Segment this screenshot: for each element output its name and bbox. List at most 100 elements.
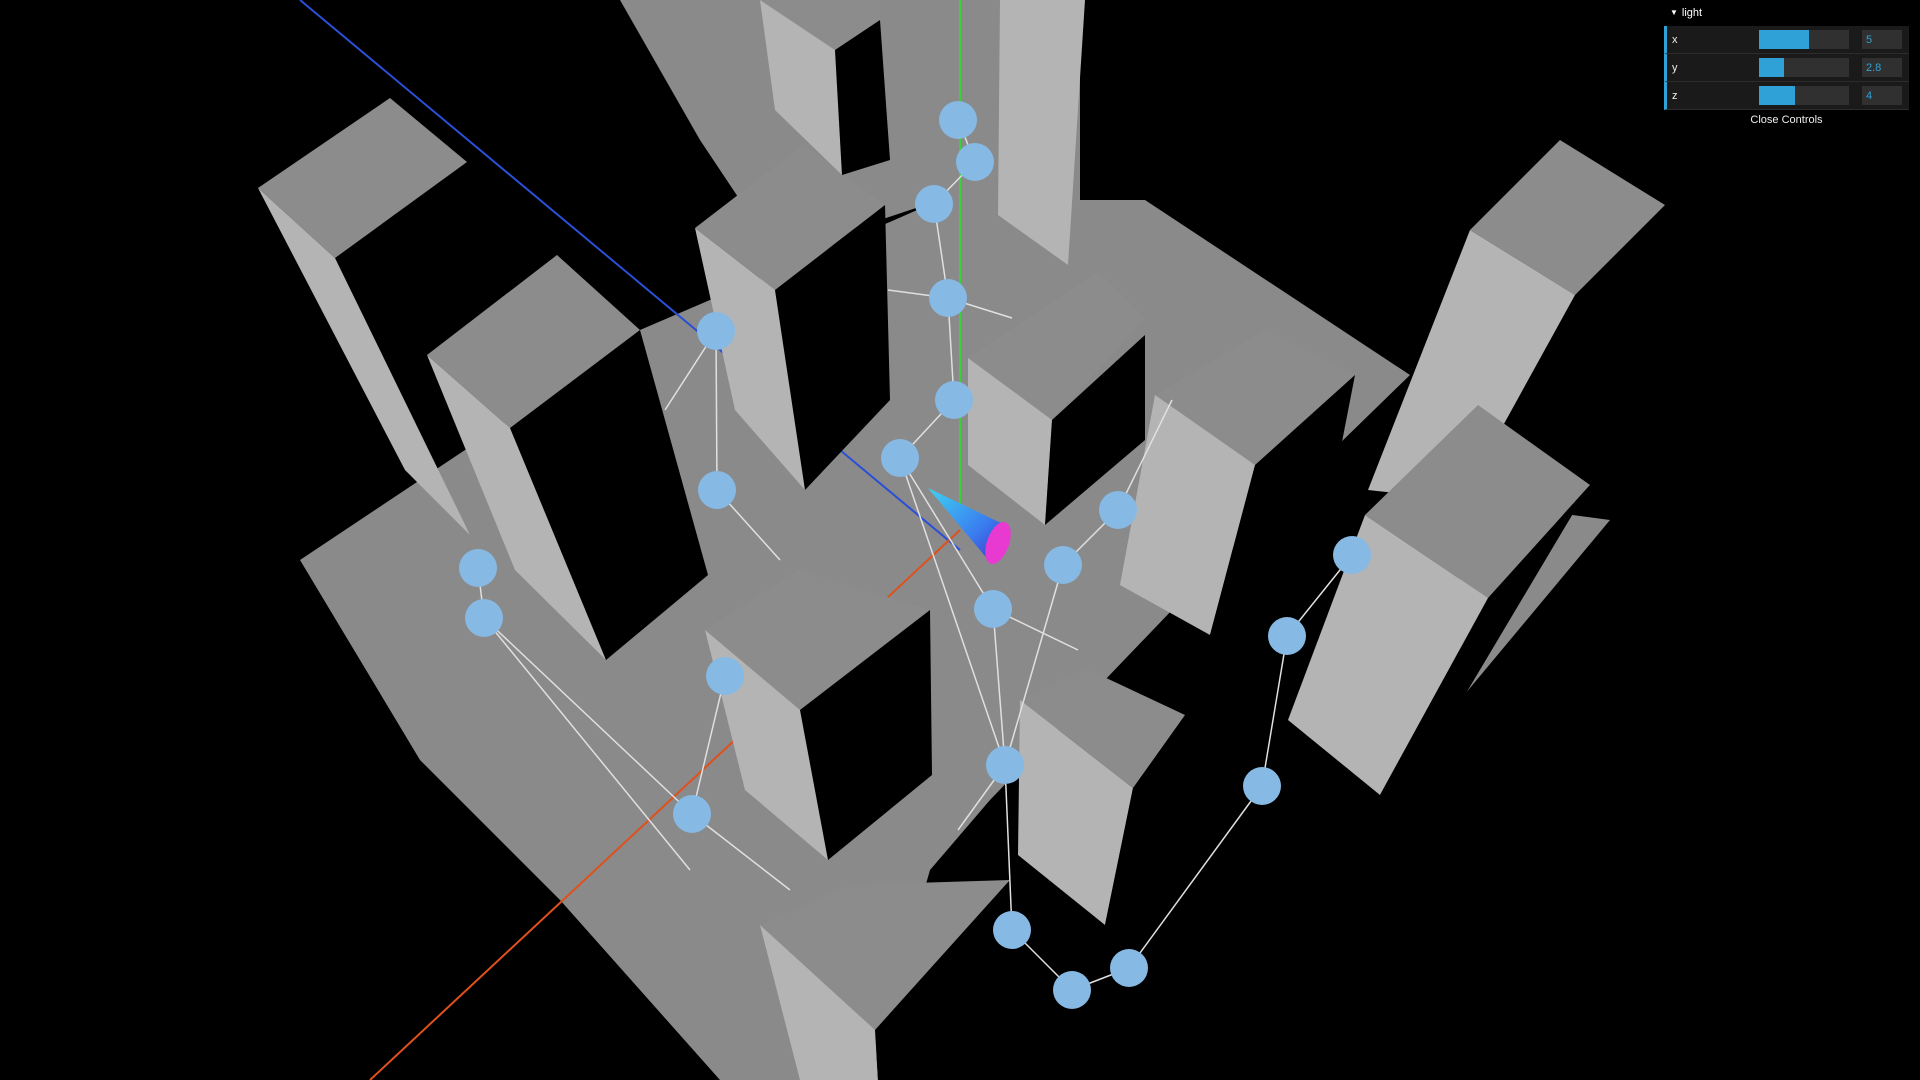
building-6 (1120, 330, 1355, 635)
graph-edge (899, 457, 1006, 766)
controller-row-z: z (1664, 82, 1909, 110)
building-1-top (258, 98, 467, 258)
building-1 (258, 98, 470, 535)
building-10-top (1020, 668, 1185, 788)
controller-y-slider[interactable] (1759, 58, 1849, 77)
building-4-right (835, 20, 890, 175)
graph-node (706, 657, 744, 695)
building-10-right (1105, 670, 1245, 925)
graph-node (881, 439, 919, 477)
graph-node (939, 101, 977, 139)
controls-panel: ▼ light x y z Close Controls (1664, 0, 1909, 130)
graph-node (929, 279, 967, 317)
cone-light-icon[interactable] (928, 488, 1016, 567)
controller-x-slider-fill (1759, 30, 1809, 49)
building-5-left (968, 358, 1052, 525)
graph-node (993, 911, 1031, 949)
graph-node (1268, 617, 1306, 655)
controller-x-slider[interactable] (1759, 30, 1849, 49)
graph-node (673, 795, 711, 833)
graph-node (1044, 546, 1082, 584)
controller-z-label: z (1672, 89, 1678, 102)
graph-node (935, 381, 973, 419)
controller-z-slider[interactable] (1759, 86, 1849, 105)
folder-light[interactable]: ▼ light (1664, 0, 1909, 26)
building-11-left (760, 925, 878, 1080)
graph-edge (483, 617, 691, 871)
building-3-right (775, 205, 890, 490)
building-4b-left (998, 0, 1085, 265)
controller-row-y: y (1664, 54, 1909, 82)
graph-node (465, 599, 503, 637)
building-10 (1018, 668, 1245, 925)
building-2-top (427, 255, 640, 428)
building-11-top (760, 880, 1010, 1030)
building-7-left (1368, 230, 1575, 500)
graph-node (698, 471, 736, 509)
graph-edge (691, 675, 726, 815)
cone-light-body (928, 488, 1005, 562)
building-8-right (1380, 485, 1590, 795)
building-8 (1288, 405, 1590, 795)
building-9-right (800, 610, 932, 860)
building-2-left (427, 355, 606, 660)
graph-edge (1128, 785, 1263, 969)
graph-edge (1004, 764, 1013, 931)
graph-node (697, 312, 735, 350)
graph-node (1053, 971, 1091, 1009)
building-8-top (1365, 405, 1590, 598)
building-11 (760, 880, 1012, 1080)
controller-x-label: x (1672, 33, 1678, 46)
building-7-top (1470, 140, 1665, 295)
building-3 (695, 145, 890, 490)
graph-node (986, 746, 1024, 784)
graph-node (956, 143, 994, 181)
building-5-right (1045, 335, 1145, 525)
building-7 (1368, 140, 1665, 500)
building-6-top (1155, 330, 1355, 465)
building-4-top (760, 0, 880, 50)
building-9 (705, 570, 932, 860)
building-10-left (1018, 700, 1133, 925)
controller-z-slider-fill (1759, 86, 1795, 105)
graph-edge (1004, 564, 1064, 766)
controller-x-input[interactable] (1862, 30, 1902, 49)
controller-row-x: x (1664, 26, 1909, 54)
building-9-top (705, 570, 930, 710)
graph-node (1333, 536, 1371, 574)
graph-edge (483, 617, 693, 815)
graph-node (974, 590, 1012, 628)
controller-z-input[interactable] (1862, 86, 1902, 105)
building-3-left (695, 228, 805, 490)
graph-edge (715, 330, 718, 491)
controller-y-input[interactable] (1862, 58, 1902, 77)
graph-edge (1117, 399, 1173, 511)
building-4 (760, 0, 1085, 265)
building-5 (968, 272, 1145, 525)
building-2-right (510, 330, 708, 660)
axis-z-line (299, 0, 961, 551)
cone-light-base (985, 521, 1011, 565)
graph-node (915, 185, 953, 223)
controller-y-label: y (1672, 61, 1678, 74)
building-3-top (695, 145, 885, 290)
caret-down-icon: ▼ (1670, 8, 1678, 17)
building-6-right (1210, 375, 1355, 635)
graph-node (1110, 949, 1148, 987)
graph-edge (899, 457, 994, 610)
controller-y-slider-fill (1759, 58, 1785, 77)
building-8-left (1288, 515, 1488, 795)
graph-node (1243, 767, 1281, 805)
building-5-top (968, 272, 1145, 420)
close-controls-button[interactable]: Close Controls (1664, 110, 1909, 130)
graph-nodes (459, 101, 1371, 1009)
building-1-left (258, 188, 470, 535)
graph-edge (691, 813, 791, 891)
building-11-right (875, 880, 1012, 1080)
building-4-left (760, 0, 842, 175)
graph-node (1099, 491, 1137, 529)
folder-light-label: light (1681, 7, 1703, 19)
graph-node (459, 549, 497, 587)
